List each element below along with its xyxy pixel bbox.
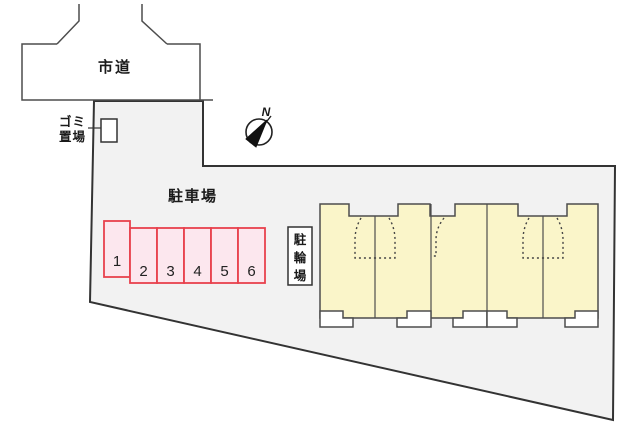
garbage-box	[100, 118, 118, 143]
parking-space-1-number: 1	[113, 253, 121, 270]
bicycle-parking: 駐 輪 場	[287, 226, 313, 286]
parking-space-2-number: 2	[139, 263, 147, 280]
road-flare-left	[56, 4, 80, 45]
building-outline	[319, 203, 599, 319]
road-label: 市道	[98, 58, 132, 76]
bicycle-parking-box	[287, 226, 313, 286]
parking-space-3-number: 3	[166, 263, 174, 280]
road-flare-right	[141, 4, 168, 45]
garbage-area: ゴミ 置場	[59, 114, 118, 144]
entry-path-3	[431, 217, 445, 257]
bicycle-label-char-2: 輪	[294, 250, 307, 265]
road-outline	[21, 43, 213, 101]
porch-2	[396, 310, 432, 328]
parking-space-4-number: 4	[193, 263, 201, 280]
compass-north-label: N	[262, 105, 271, 119]
city-road: 市道	[21, 4, 213, 101]
parking-space-1	[103, 220, 131, 278]
compass-needle-icon	[245, 119, 268, 148]
porch-1	[319, 310, 354, 328]
porch-4	[486, 310, 518, 328]
garbage-label-line2: 置場	[59, 129, 86, 144]
parking-area-label: 駐車場	[168, 187, 218, 205]
bicycle-label-char-3: 場	[294, 268, 307, 283]
compass: N	[245, 105, 273, 148]
porch-5	[564, 310, 599, 328]
parking-spaces: 1 2 3 4 5 6	[103, 220, 266, 284]
garbage-label-line1: ゴミ	[59, 114, 86, 129]
parking-space-5-number: 5	[220, 263, 228, 280]
bicycle-label-char-1: 駐	[294, 232, 307, 247]
parking-space-6	[237, 227, 266, 284]
building	[319, 203, 599, 328]
compass-circle	[245, 118, 273, 146]
parking-space-6-number: 6	[247, 263, 255, 280]
